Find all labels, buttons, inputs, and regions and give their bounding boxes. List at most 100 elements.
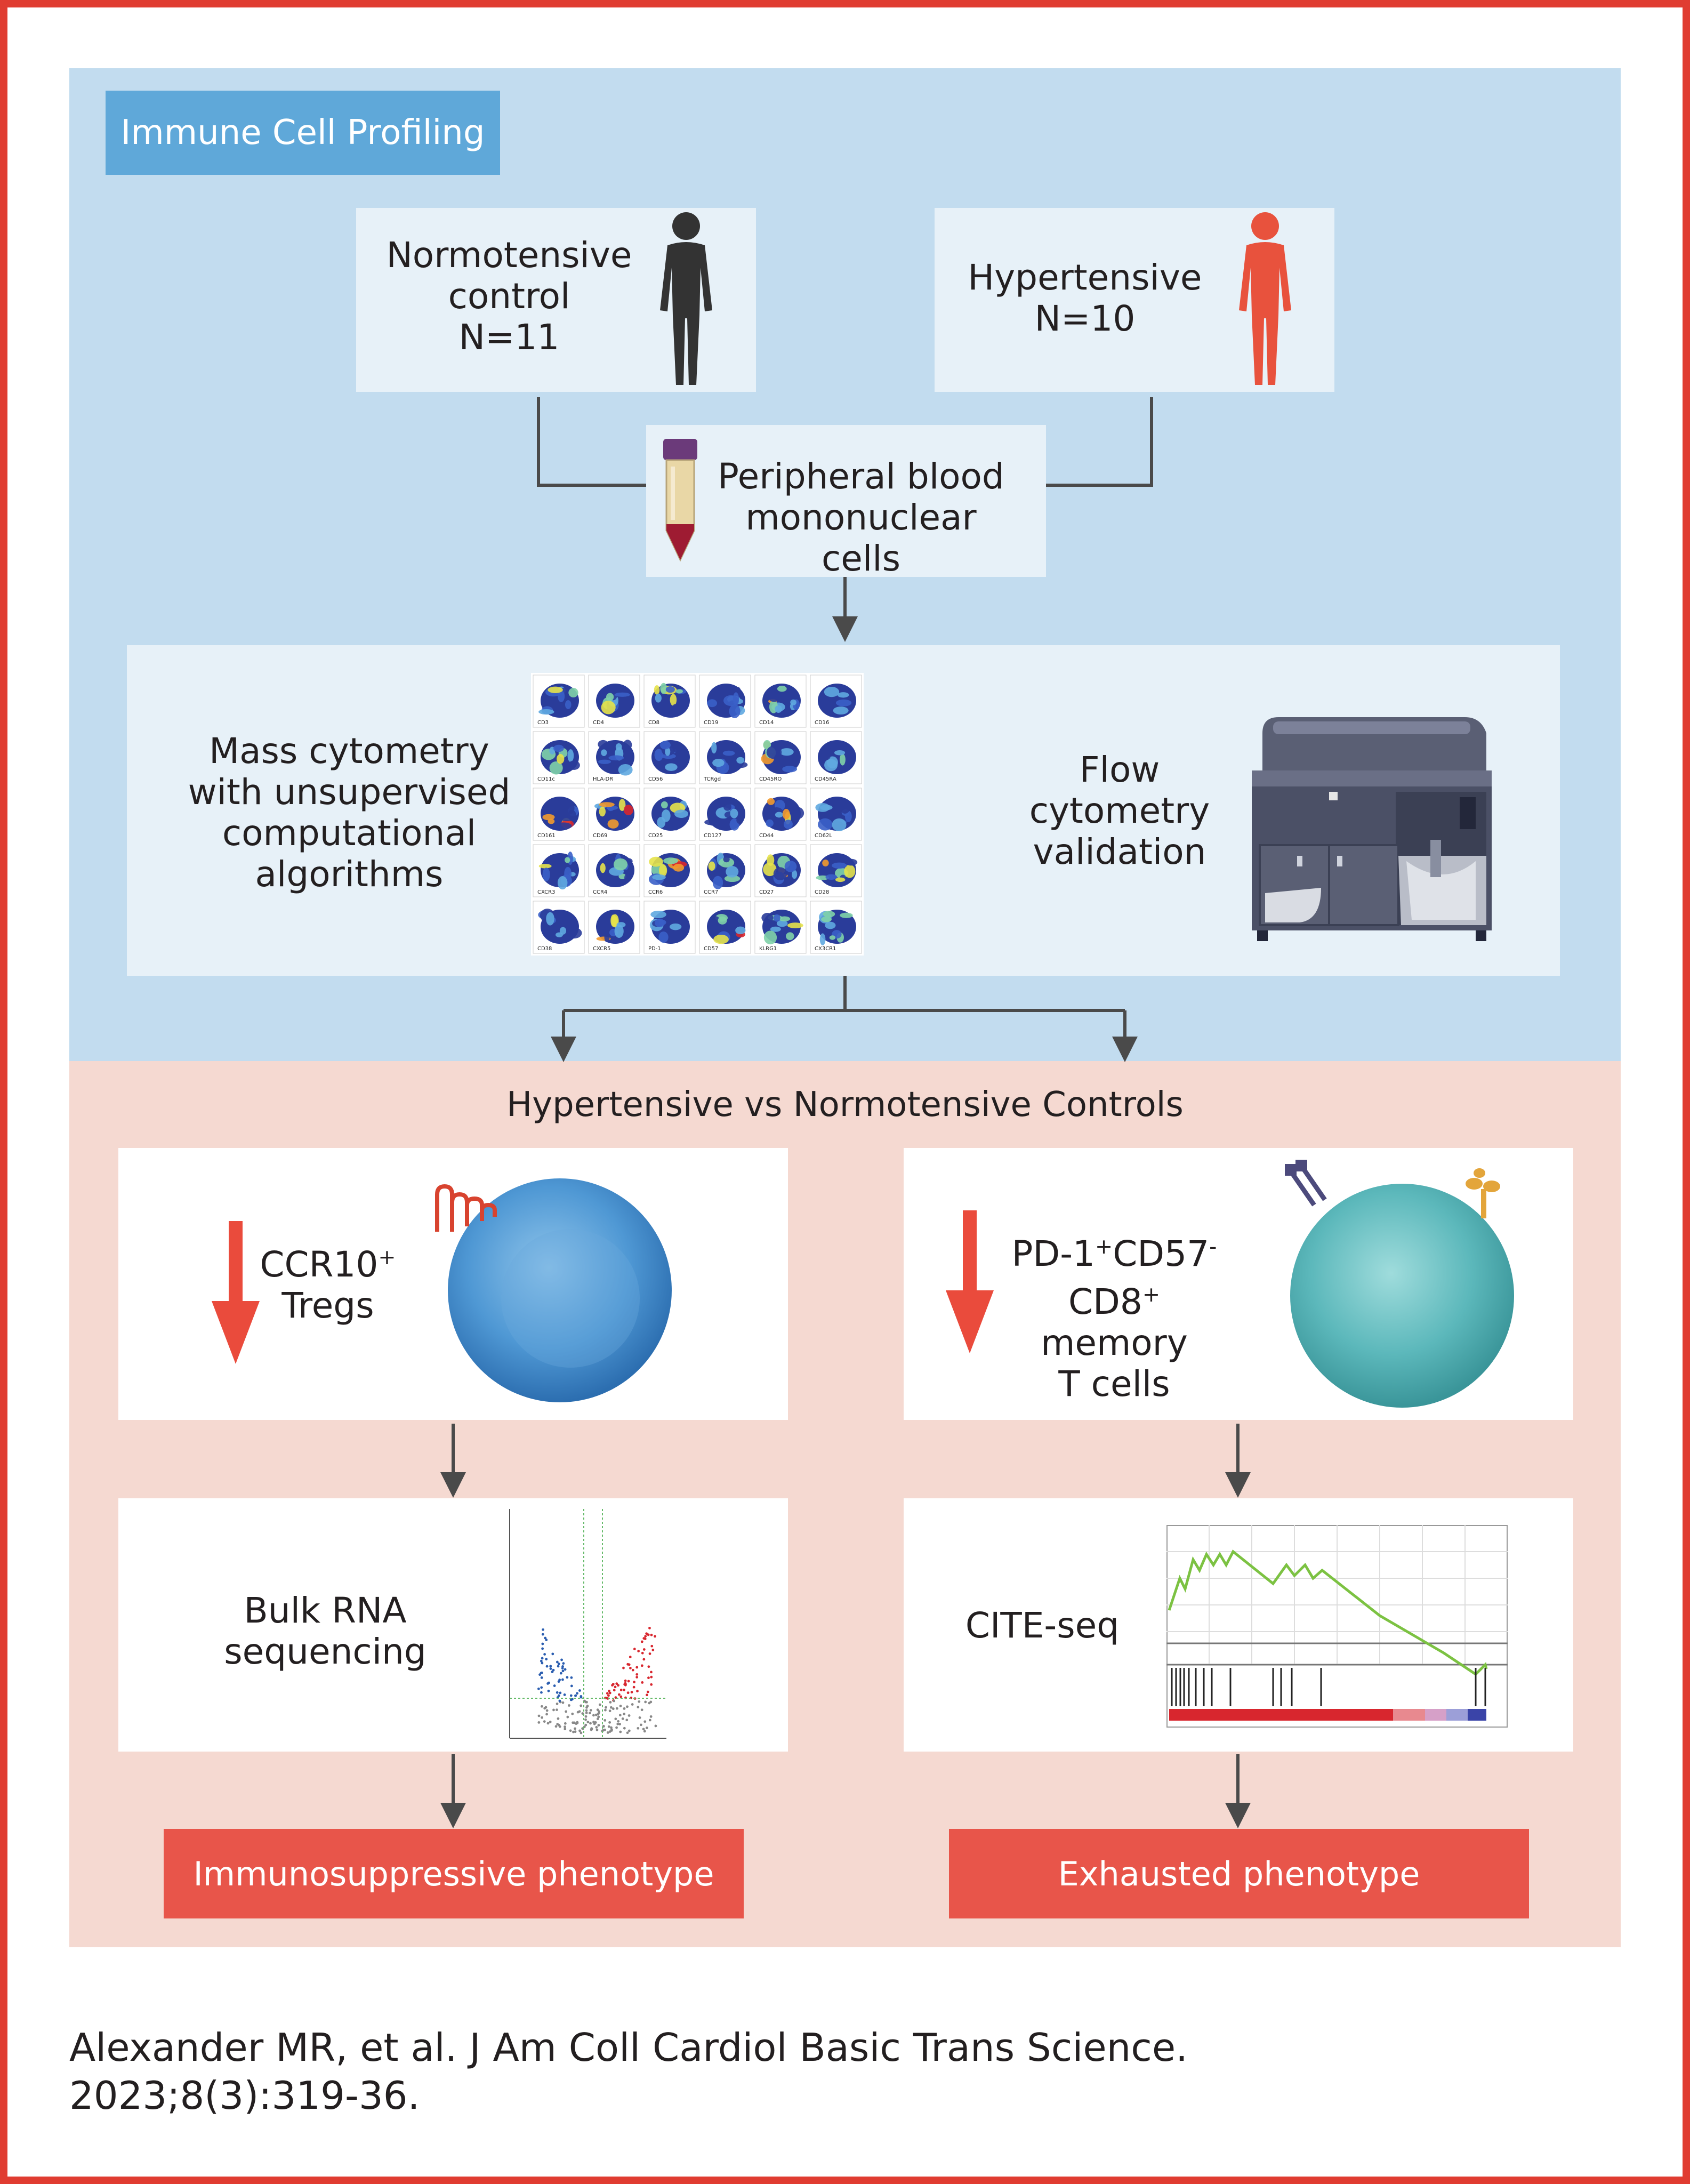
bulk-rna-box (118, 1498, 788, 1752)
volcano-point (564, 1722, 567, 1725)
mass-cytometry-label: Mass cytometry with unsupervised computa… (171, 730, 528, 895)
volcano-point (545, 1658, 548, 1661)
volcano-point (576, 1692, 578, 1695)
volcano-point (541, 1647, 544, 1650)
volcano-point (548, 1681, 550, 1684)
volcano-point (543, 1653, 546, 1656)
svg-text:CCR7: CCR7 (704, 889, 718, 895)
volcano-point (631, 1668, 634, 1672)
tsne-thumbnail: CD62L (810, 788, 862, 841)
tsne-thumbnail: CD14 (754, 675, 807, 728)
citation: Alexander MR, et al. J Am Coll Cardiol B… (69, 2024, 1615, 2119)
mass-cytometry-line3: computational (222, 813, 477, 854)
tsne-thumbnail: PD-1 (643, 901, 696, 954)
connector-hypertensive (1045, 397, 1153, 487)
volcano-point (651, 1649, 655, 1651)
volcano-point (559, 1691, 562, 1695)
volcano-point (617, 1720, 620, 1723)
volcano-point (637, 1727, 640, 1730)
volcano-point (557, 1694, 560, 1697)
volcano-point (650, 1675, 653, 1679)
volcano-point (648, 1626, 651, 1629)
volcano-point (615, 1726, 618, 1729)
tsne-thumbnail: CD11c (533, 731, 585, 784)
bulk-rna-line2: sequencing (224, 1631, 426, 1672)
volcano-point (556, 1708, 558, 1712)
volcano-point (633, 1648, 636, 1651)
volcano-point (608, 1721, 611, 1724)
volcano-point (556, 1660, 559, 1664)
tsne-thumbnail: CD27 (754, 844, 807, 897)
tsne-thumbnail: CD45RO (754, 731, 807, 784)
volcano-point (569, 1694, 573, 1697)
volcano-point (554, 1725, 558, 1728)
immunosuppressive-phenotype-label: Immunosuppressive phenotype (164, 1829, 744, 1918)
volcano-point (595, 1729, 599, 1731)
volcano-point (623, 1707, 626, 1710)
volcano-point (551, 1671, 554, 1673)
volcano-point (646, 1727, 648, 1729)
volcano-point (626, 1731, 629, 1735)
cd8-cd8-sup: + (1142, 1282, 1161, 1307)
hypertensive-person-icon (1239, 212, 1291, 385)
volcano-point (633, 1681, 635, 1683)
hypertensive-n: N=10 (1034, 298, 1136, 339)
tregs-line2: Tregs (281, 1285, 374, 1326)
volcano-point (638, 1700, 641, 1703)
svg-text:CD28: CD28 (815, 889, 829, 895)
volcano-point (558, 1725, 561, 1728)
svg-text:CD127: CD127 (704, 833, 722, 839)
volcano-point (650, 1633, 653, 1636)
tsne-thumbnail: CCR6 (643, 844, 696, 897)
volcano-point (581, 1727, 584, 1730)
volcano-point (584, 1718, 587, 1721)
volcano-point (561, 1669, 565, 1673)
svg-text:CD3: CD3 (537, 720, 549, 726)
svg-text:KLRG1: KLRG1 (759, 946, 777, 952)
volcano-point (640, 1708, 643, 1712)
tsne-thumbnail: CD69 (588, 788, 640, 841)
normotensive-person-icon (660, 212, 712, 385)
flow-cytometry-line1: Flow (1079, 749, 1160, 790)
cd8-cell-icon (1285, 1160, 1514, 1408)
tsne-thumbnail: KLRG1 (754, 901, 807, 954)
volcano-point (624, 1679, 627, 1682)
volcano-point (626, 1691, 630, 1695)
volcano-point (605, 1706, 607, 1709)
volcano-point (557, 1663, 560, 1665)
volcano-point (626, 1705, 629, 1708)
volcano-point (566, 1676, 569, 1679)
volcano-point (542, 1628, 544, 1631)
volcano-point (562, 1662, 565, 1665)
volcano-point (573, 1721, 576, 1724)
mass-cytometry-line4: algorithms (255, 854, 444, 895)
normotensive-label: Normotensive control N=11 (373, 235, 645, 358)
cd8-down-arrow (946, 1210, 994, 1353)
tregs-line1: CCR10+ (251, 1237, 405, 1285)
mass-cytometry-line2: with unsupervised (188, 772, 511, 813)
volcano-point (610, 1729, 613, 1732)
tsne-thumbnail: CD44 (754, 788, 807, 841)
volcano-point (586, 1705, 589, 1707)
volcano-point (549, 1665, 552, 1668)
volcano-point (618, 1714, 622, 1717)
volcano-point (556, 1703, 559, 1705)
gsea-plot (1166, 1525, 1508, 1728)
volcano-point (618, 1723, 622, 1725)
volcano-point (641, 1681, 644, 1684)
volcano-point (623, 1689, 625, 1691)
volcano-point (617, 1684, 619, 1687)
volcano-point (598, 1710, 600, 1713)
volcano-point (632, 1685, 635, 1689)
volcano-point (540, 1676, 543, 1679)
volcano-point (553, 1684, 556, 1687)
svg-text:CD69: CD69 (593, 833, 607, 839)
volcano-point (596, 1717, 599, 1721)
volcano-point (576, 1721, 579, 1724)
volcano-point (619, 1730, 622, 1733)
hypertensive-line1: Hypertensive (968, 257, 1202, 298)
normotensive-line2: control (448, 276, 570, 317)
volcano-point (643, 1720, 647, 1723)
